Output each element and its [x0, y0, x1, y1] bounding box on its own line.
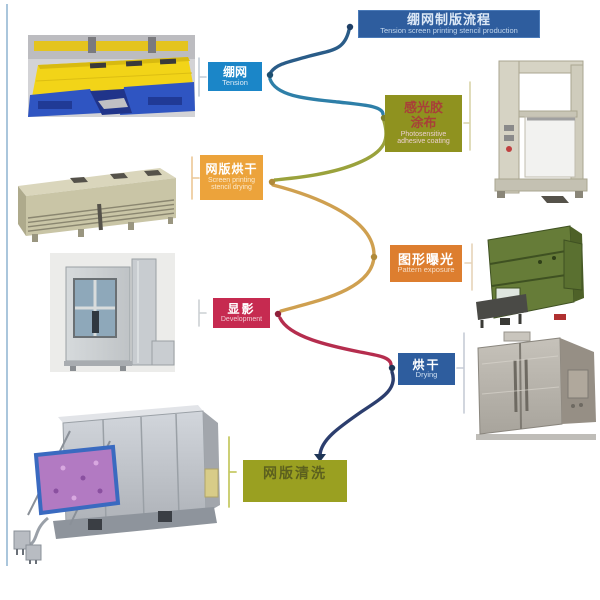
- flow-tension-to-coating: [268, 77, 385, 116]
- step-label-drying: 烘干 Drying: [398, 353, 455, 385]
- step-label-development: 显影 Development: [213, 298, 270, 328]
- exposure-machine-photo: [470, 218, 592, 330]
- flow-stencil-drying-to-development: [271, 183, 376, 313]
- step-drying-en: Drying: [415, 370, 438, 380]
- screen-washing-machine-photo: [8, 393, 223, 565]
- flow-segments: [268, 28, 395, 457]
- flow-development-to-drying: [278, 316, 393, 367]
- stencil-drying-cabinet-photo: [10, 160, 185, 245]
- node-development: [274, 310, 282, 318]
- node-tension: [266, 71, 274, 79]
- drying-oven-art: [476, 331, 596, 440]
- bracket-coating: [463, 81, 471, 151]
- flow-nodes: [266, 23, 396, 462]
- step-tension-en: Tension: [222, 77, 248, 87]
- stencil-drying-cabinet-art: [18, 168, 176, 242]
- step-label-stencil-drying: 网版烘干 Screen printing stencil drying: [200, 155, 263, 200]
- bracket-drying: [456, 332, 465, 414]
- bracket-stencil-drying: [191, 156, 200, 200]
- development-cabinet-art: [50, 253, 175, 372]
- step-coating-zh: 感光胶涂布: [403, 100, 443, 130]
- bracket-tension: [198, 57, 207, 97]
- step-screen-washing-zh: 网版清洗: [263, 465, 327, 481]
- flow-title-to-tension: [269, 28, 351, 74]
- step-pattern-exposure-zh: 图形曝光: [397, 251, 454, 267]
- step-development-en: Development: [220, 315, 263, 323]
- step-label-screen-washing: 网版清洗: [243, 460, 347, 502]
- step-pattern-exposure-en: Pattern exposure: [397, 265, 455, 275]
- flow-drying-to-washing: [318, 370, 395, 457]
- development-cabinet-photo: [50, 253, 175, 372]
- tension-machine-art: [28, 35, 195, 117]
- step-coating-en: Photosensitive adhesive coating: [397, 130, 450, 146]
- coating-machine-photo: [485, 55, 592, 205]
- node-drying: [388, 364, 396, 372]
- tension-machine-photo: [28, 35, 195, 117]
- exposure-machine-art: [476, 225, 584, 328]
- screen-washing-machine-art: [13, 405, 220, 564]
- diagram-title-zh: 绷网制版流程: [406, 12, 491, 28]
- bracket-development: [198, 299, 207, 327]
- diagram-title: 绷网制版流程 Tension screen printing stencil p…: [358, 10, 540, 38]
- coating-machine-art: [494, 60, 588, 203]
- step-label-tension: 绷网 Tension: [208, 62, 262, 91]
- node-title: [346, 23, 354, 31]
- step-stencil-drying-zh: 网版烘干: [205, 162, 258, 177]
- step-label-pattern-exposure: 图形曝光 Pattern exposure: [390, 245, 462, 282]
- step-development-zh: 显影: [227, 302, 256, 317]
- step-tension-zh: 绷网: [222, 65, 247, 80]
- node-stencil-drying: [268, 178, 276, 186]
- step-label-coating: 感光胶涂布 Photosensitive adhesive coating: [385, 95, 462, 152]
- step-stencil-drying-en: Screen printing stencil drying: [207, 176, 256, 192]
- step-drying-zh: 烘干: [412, 357, 441, 372]
- node-exposure: [370, 253, 378, 261]
- drying-oven-photo: [468, 330, 598, 442]
- flow-coating-to-stencil-drying: [273, 119, 388, 182]
- diagram-title-en: Tension screen printing stencil producti…: [380, 25, 518, 35]
- bracket-washing: [228, 436, 237, 508]
